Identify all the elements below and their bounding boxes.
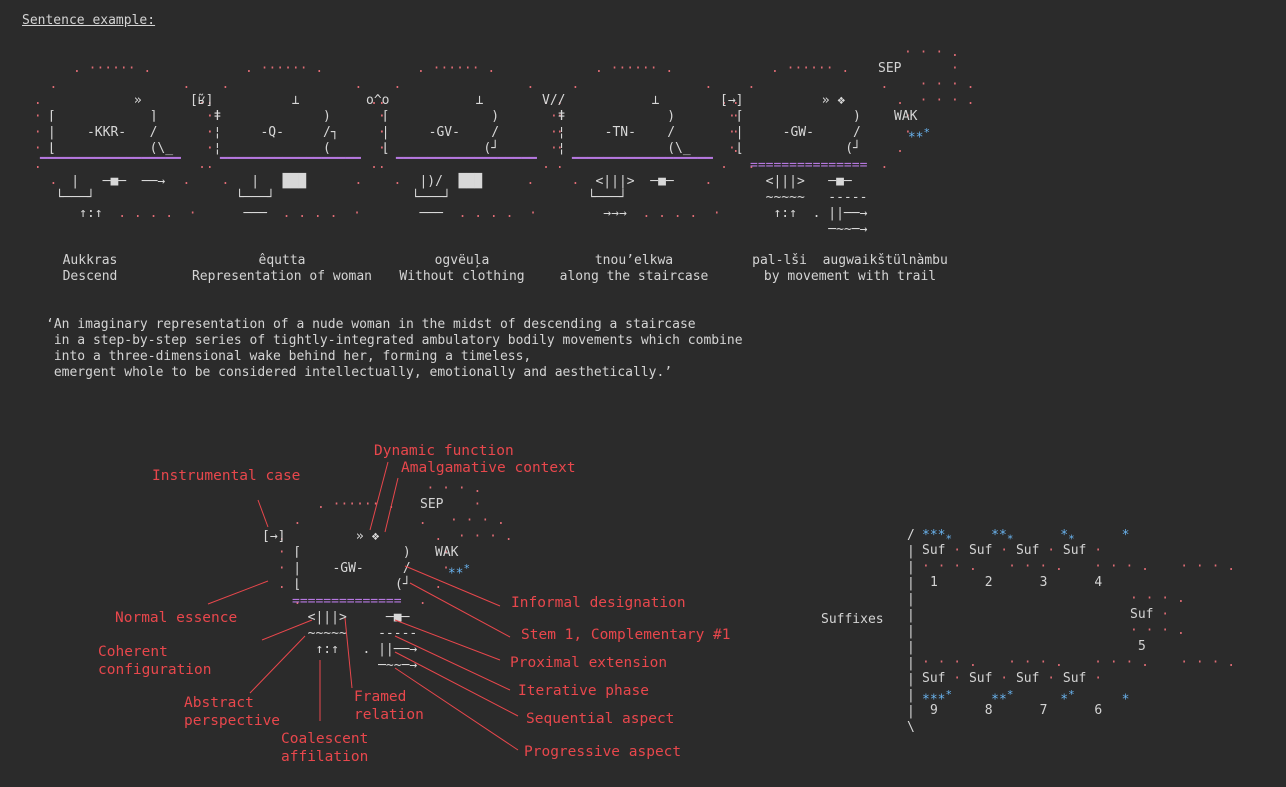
page-title: Sentence example: [22,13,156,28]
annot-glyph-lower: <|||> ─■─ ~~~~~ ----- ↑:↑ . ||──→ ─~~─→ [307,610,418,673]
glyph-4-dots: . ······ . . . . . · · · · · · . . . . [555,61,736,188]
annot-glyph-body: [→] » ❖ ⌈ ) | -GW- / ⌊ (┘ [262,529,411,592]
label-iterative-phase: Iterative phase [518,683,649,699]
label-sequential-aspect: Sequential aspect [526,711,675,727]
annot-wak-label: WAK [435,545,459,560]
label-amalgamative-context: Amalgamative context [401,460,576,476]
suffix-5: Suf · [1130,607,1170,622]
wak-stars: *** [900,126,931,146]
label-progressive-aspect: Progressive aspect [524,744,682,760]
suffix-numbers-bottom: 9 8 7 6 [930,703,1103,718]
label-informal-designation: Informal designation [511,595,686,611]
suffix-numbers-top: 1 2 3 4 [930,575,1103,590]
label-abstract-perspective: Abstract perspective [184,695,281,729]
suffix-5-dots-lower: · · · . [1130,623,1185,638]
label-coalescent-affilation: Coalescent affilation [281,731,369,765]
suffix-row-top: Suf · Suf · Suf · Suf · [922,543,1110,558]
glyph-3-lower: |)/ ███ └───┘ ─── . . . . · [411,174,537,221]
suffixes-top-stars: **** *** ** * [922,528,1130,546]
suffix-row-bottom: Suf · Suf · Suf · Suf · [922,671,1110,686]
translation: ‘An imaginary representation of a nude w… [46,317,743,380]
glyph-3-bar: ▔▔▔▔▔▔▔▔▔▔▔▔▔▔▔▔▔▔ [396,158,537,173]
glyph-1-dots: . ······ . . . . . · · · · · · . . . . [33,61,214,188]
glyph-3-dots: . ······ . . . . . · · · · · · . . . . [377,61,558,188]
glyph-5-body: [→] » ❖ ⌈ ) | -GW- / ⌊ (┘ [720,93,861,156]
glyph-2-bar: ▔▔▔▔▔▔▔▔▔▔▔▔▔▔▔▔▔▔ [220,158,361,173]
sep-label: SEP [878,61,902,76]
annot-glyph-dots: · · · . . ······ . · . . · · · . . . · ·… [277,481,513,608]
suffix-1: Suf [922,543,946,558]
suffix-number-5: 5 [1138,639,1146,654]
glyph-5-lower: <|||> ─■─ ~~~~~ ----- ↑:↑ . ||──→ ─~~─→ [765,174,868,237]
label-stem-complementary: Stem 1, Complementary #1 [521,627,731,643]
suffixes-bottom-stars: **** *** ** * [922,688,1130,708]
suffixes-bottom-dots: · · · . · · · . · · · . · · · . [922,655,1236,670]
label-normal-essence: Normal essence [115,610,238,626]
suffix-5-dots: · · · . [1130,591,1185,606]
suffixes-bracket: / | | | | | | | | | | | \ [907,528,915,735]
annot-glyph-bar: ============== [292,594,402,609]
glyph-1-bar: ▔▔▔▔▔▔▔▔▔▔▔▔▔▔▔▔▔▔ [40,158,181,173]
glyph-1-lower: | ─■─ ──→ └───┘ ↑:↑ . . . . · [55,174,197,221]
glyph-3-body: o^o ⊥ ⌈ ) | -GV- / ⌊ (┘ [366,93,500,156]
label-proximal-extension: Proximal extension [510,655,668,671]
suffixes-label: Suffixes [821,612,884,627]
glyph-2-dots: . ······ . . . . . · · · · · · . . . . [205,61,386,188]
glyph-2-lower: | ███ └───┘ ─── . . . . · [235,174,361,221]
glyph-2-body: [ʁ̃] ⊥ ǂ ) ¦ -Q- /┐ ¦ ( [190,93,339,156]
glyph-1-body: » ⌈ ⌉ | -KKR- / ⌊ (\_ [47,93,174,156]
annot-sep-label: SEP [420,497,444,512]
wak-label: WAK [894,109,918,124]
suffixes-top-dots: · · · . · · · . · · · . · · · . [922,559,1236,574]
label-dynamic-function: Dynamic function [374,443,514,459]
glyph-4-lower: <|||> ─■─ └───┘ →→→ . . . . · [587,174,721,221]
label-instrumental-case: Instrumental case [152,468,301,484]
glyph-4-bar: ▔▔▔▔▔▔▔▔▔▔▔▔▔▔▔▔▔▔ [572,158,713,173]
glyph-5-bar: =============== [750,158,868,173]
glyph-4-body: V// ⊥ ǂ ) ¦ -TN- / ¦ (\_ [542,93,691,156]
glyph-5-dots: · · · . . ······ . · . . · · · . . . · ·… [731,45,975,172]
label-framed-relation: Framed relation [354,689,424,723]
annot-wak-stars: *** [440,562,471,582]
label-coherent-configuration: Coherent configuration [98,644,212,678]
